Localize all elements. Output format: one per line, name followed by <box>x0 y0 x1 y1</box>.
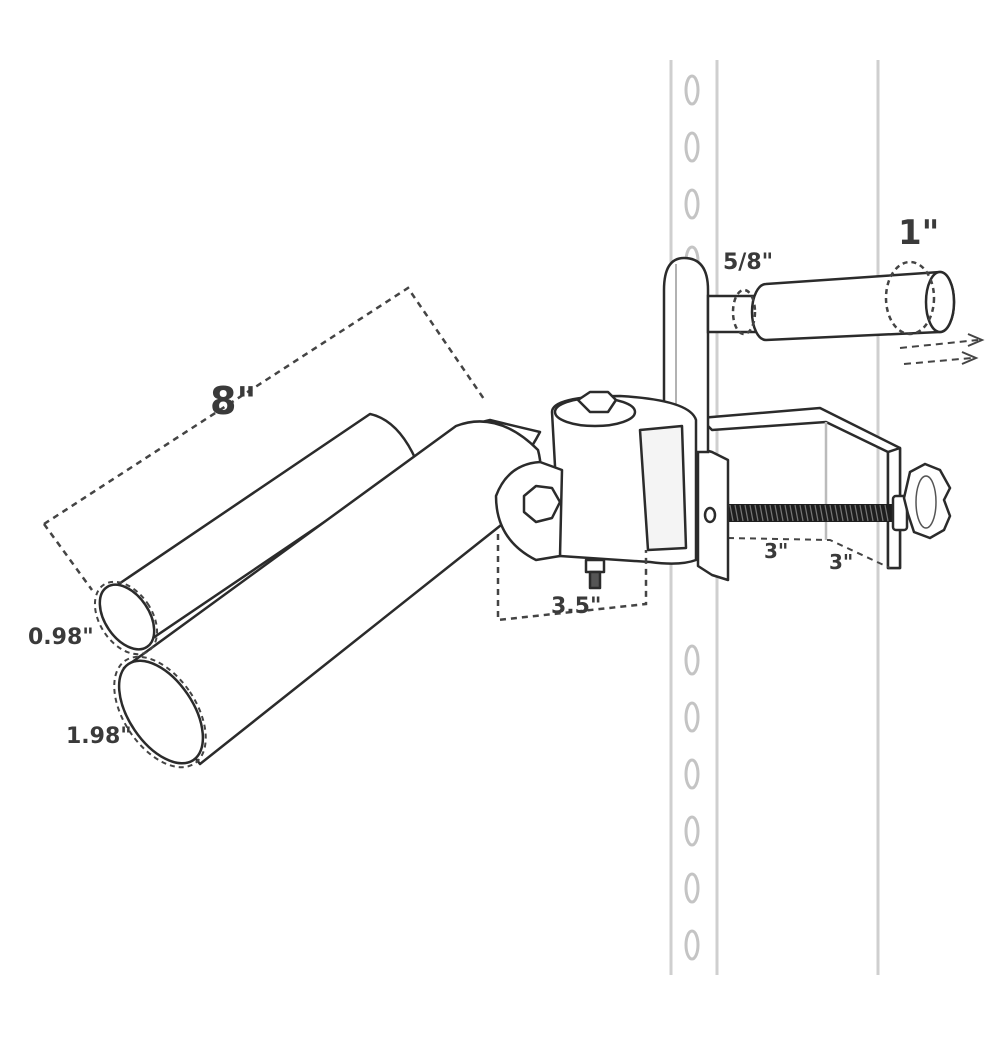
pin-diameter-ring <box>884 260 936 336</box>
pin-hole-label: 5/8" <box>723 250 774 275</box>
rod-thread <box>784 504 789 522</box>
upright-hole <box>684 701 700 733</box>
rod-thread <box>829 504 834 522</box>
rod-thread <box>849 504 854 522</box>
rod-thread <box>799 504 804 522</box>
rod-thread <box>864 504 869 522</box>
rod-thread <box>734 504 739 522</box>
clamp-depth-label-b: 3" <box>829 550 854 574</box>
upright-hole <box>684 758 700 790</box>
rod-thread <box>824 504 829 522</box>
rod-thread <box>834 504 839 522</box>
upright-hole <box>684 815 700 847</box>
clamp-knob <box>891 462 952 540</box>
arm-length-guide <box>43 286 488 526</box>
clamp-depth-label-a: 3" <box>764 539 789 563</box>
clamp-depth-guide <box>727 537 891 569</box>
clamp-top-plate <box>698 406 902 570</box>
rod-thread <box>749 504 754 522</box>
arrow-head-icon <box>961 351 979 365</box>
upright-holes <box>684 74 700 961</box>
upright-hole <box>684 74 700 106</box>
pivot-bolt-icon <box>522 484 562 524</box>
rod-thread <box>869 504 874 522</box>
front-plate <box>696 446 730 582</box>
rod-thread <box>774 504 779 522</box>
rod-thread <box>754 504 759 522</box>
rod-thread <box>859 504 864 522</box>
rod-thread <box>874 504 879 522</box>
rod-thread <box>729 504 734 522</box>
top-bolt-icon <box>576 390 618 414</box>
rod-thread <box>769 504 774 522</box>
pin-end-face <box>924 270 956 334</box>
pin-diameter-label: 1" <box>898 213 940 253</box>
rod-thread <box>764 504 769 522</box>
rod-thread <box>839 504 844 522</box>
dimension-lines <box>42 286 648 622</box>
inner-tube-label: 0.98" <box>28 625 94 650</box>
star-knob-icon <box>902 462 952 540</box>
arm-length-guide-end <box>42 523 94 591</box>
arm-length-label: 8" <box>210 379 257 423</box>
pin-hole-ring <box>731 288 757 336</box>
rod-thread <box>794 504 799 522</box>
rod-thread <box>884 504 889 522</box>
pin-handle <box>750 270 956 342</box>
upright-hole <box>684 131 700 163</box>
clamp-bracket <box>698 406 902 570</box>
pull-arrow-1 <box>899 339 979 349</box>
arm-assembly <box>98 412 564 766</box>
upright-hole <box>684 188 700 220</box>
upright-hole <box>684 872 700 904</box>
pull-direction-arrows <box>899 333 985 365</box>
rod-thread <box>819 504 824 522</box>
tube-diameter-rings <box>93 580 207 769</box>
rod-thread <box>789 504 794 522</box>
inner-diameter-ring <box>93 580 159 656</box>
yoke-inner <box>638 424 688 552</box>
rod-thread <box>804 504 809 522</box>
rod-thread <box>739 504 744 522</box>
upright-hole <box>684 644 700 676</box>
rod-thread <box>844 504 849 522</box>
outer-tube-end <box>117 659 205 765</box>
bottom-bolt-thread <box>588 570 602 590</box>
locking-pin <box>706 260 956 342</box>
plate-bolt-hole <box>703 506 717 524</box>
outer-tube-label: 1.98" <box>66 724 132 749</box>
bottom-nut <box>584 558 606 574</box>
arrow-head-icon <box>967 333 985 347</box>
upright-hole <box>684 929 700 961</box>
rod-thread <box>759 504 764 522</box>
inner-tube-end <box>98 583 156 651</box>
threaded-rod <box>726 504 892 522</box>
rod-thread <box>814 504 819 522</box>
rod-thread <box>809 504 814 522</box>
rod-thread <box>779 504 784 522</box>
swivel-yoke <box>550 390 698 590</box>
bracket-width-label: 3.5" <box>551 594 602 619</box>
rod-thread <box>879 504 884 522</box>
rod-thread <box>744 504 749 522</box>
rod-thread <box>854 504 859 522</box>
outer-diameter-ring <box>113 655 207 769</box>
